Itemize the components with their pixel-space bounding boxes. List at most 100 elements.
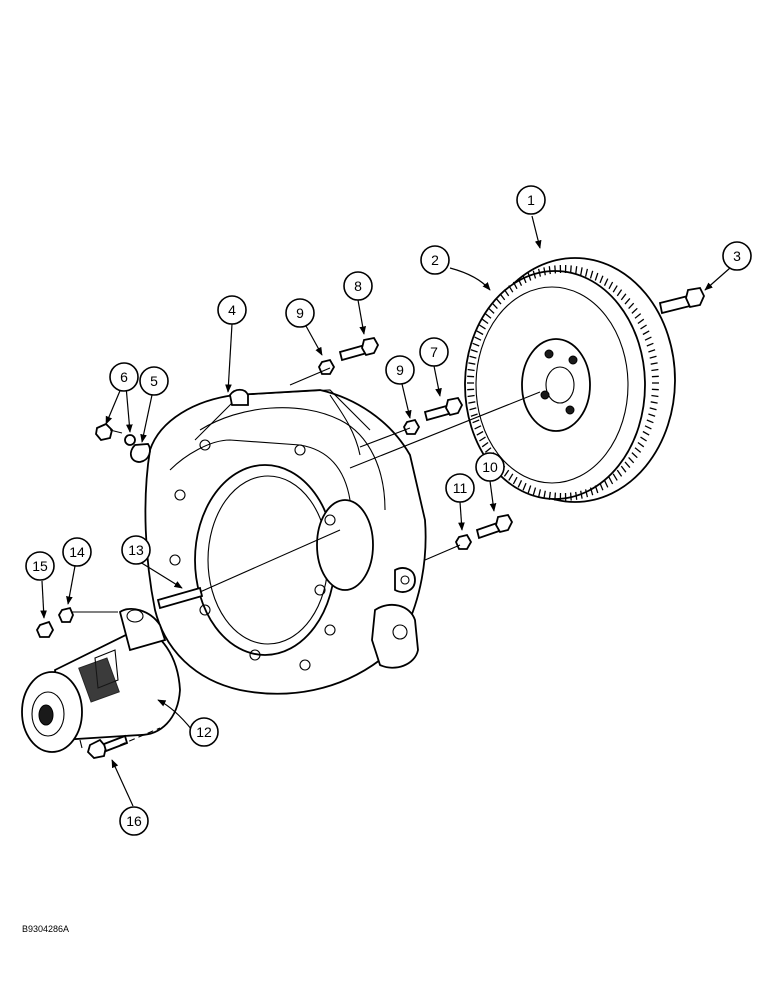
gear-tooth bbox=[548, 491, 551, 500]
gear-tooth bbox=[512, 281, 518, 290]
svg-text:2: 2 bbox=[431, 252, 439, 268]
gear-tooth bbox=[488, 307, 495, 314]
callout-13: 13 bbox=[121, 535, 151, 565]
gear-tooth bbox=[644, 336, 652, 341]
gear-tooth bbox=[469, 355, 477, 359]
callout-9-upper: 9 bbox=[285, 298, 315, 328]
svg-text:9: 9 bbox=[296, 305, 304, 321]
gear-tooth bbox=[543, 267, 546, 276]
leader-lines bbox=[40, 215, 731, 807]
gear-tooth bbox=[651, 368, 659, 372]
bolt-7 bbox=[423, 396, 464, 422]
gear-tooth bbox=[491, 302, 498, 310]
bolt-6 bbox=[95, 422, 136, 446]
callout-balloons: 1 2 3 4 5 6 7 8 9 9 10 11 12 13 14 15 16 bbox=[25, 185, 752, 836]
nut-11 bbox=[454, 533, 473, 550]
gear-tooth bbox=[612, 285, 618, 293]
gear-tooth bbox=[512, 476, 518, 485]
gear-tooth bbox=[631, 452, 638, 459]
gear-tooth bbox=[631, 307, 638, 314]
nut-14 bbox=[57, 606, 74, 623]
gear-tooth bbox=[503, 289, 510, 297]
gear-tooth bbox=[575, 266, 578, 275]
callout-7: 7 bbox=[419, 337, 449, 367]
svg-text:13: 13 bbox=[128, 542, 144, 558]
callout-14: 14 bbox=[62, 537, 92, 567]
svg-text:8: 8 bbox=[354, 278, 362, 294]
callout-15: 15 bbox=[25, 551, 55, 581]
gear-tooth bbox=[589, 487, 594, 496]
gear-tooth bbox=[467, 394, 475, 398]
gear-tooth bbox=[481, 441, 489, 448]
callout-4: 4 bbox=[217, 295, 247, 325]
gear-tooth bbox=[649, 355, 657, 359]
bolt-3 bbox=[658, 287, 705, 315]
gear-tooth bbox=[554, 265, 557, 274]
gear-tooth bbox=[527, 485, 532, 494]
gear-tooth bbox=[599, 482, 604, 491]
gear-tooth bbox=[584, 268, 589, 277]
gear-tooth bbox=[543, 490, 546, 499]
gear-tooth bbox=[624, 297, 631, 305]
svg-text:4: 4 bbox=[228, 302, 236, 318]
gear-tooth bbox=[599, 275, 604, 284]
gear-tooth bbox=[474, 336, 482, 341]
svg-text:12: 12 bbox=[196, 724, 212, 740]
gear-tooth bbox=[616, 289, 623, 297]
svg-text:14: 14 bbox=[69, 544, 85, 560]
gear-tooth bbox=[479, 324, 486, 330]
gear-tooth bbox=[646, 342, 654, 347]
gear-tooth bbox=[648, 349, 656, 353]
gear-tooth bbox=[628, 456, 635, 464]
gear-tooth bbox=[484, 313, 492, 319]
gear-tooth bbox=[642, 430, 650, 436]
gear-tooth bbox=[612, 473, 618, 481]
bolt-16 bbox=[86, 734, 129, 759]
gear-tooth bbox=[472, 342, 480, 347]
gear-tooth bbox=[589, 270, 594, 279]
gear-tooth bbox=[467, 368, 475, 372]
gear-tooth bbox=[650, 362, 658, 365]
svg-text:15: 15 bbox=[32, 558, 48, 574]
svg-text:10: 10 bbox=[482, 459, 498, 475]
gear-tooth bbox=[484, 447, 492, 453]
gear-tooth bbox=[634, 313, 642, 319]
gear-tooth bbox=[537, 489, 542, 498]
gear-tooth bbox=[608, 281, 614, 290]
gear-tooth bbox=[569, 492, 572, 501]
callout-12: 12 bbox=[189, 717, 219, 747]
gear-tooth bbox=[495, 297, 502, 305]
gear-tooth bbox=[603, 278, 609, 286]
svg-text:6: 6 bbox=[120, 369, 128, 385]
svg-text:9: 9 bbox=[396, 362, 404, 378]
gear-tooth bbox=[594, 485, 599, 494]
gear-tooth bbox=[548, 266, 551, 275]
stud-13 bbox=[156, 586, 204, 610]
gear-tooth bbox=[527, 272, 532, 281]
gear-tooth bbox=[479, 436, 486, 442]
gear-tooth bbox=[608, 476, 614, 485]
gear-tooth bbox=[580, 267, 583, 276]
gear-tooth bbox=[569, 265, 572, 274]
svg-text:5: 5 bbox=[150, 373, 158, 389]
flywheel-housing bbox=[144, 388, 427, 695]
gear-tooth bbox=[616, 469, 623, 477]
gear-tooth bbox=[634, 447, 642, 453]
gear-tooth bbox=[646, 419, 654, 424]
callout-8: 8 bbox=[343, 271, 373, 301]
gear-tooth bbox=[499, 293, 506, 301]
gear-tooth bbox=[640, 324, 647, 330]
callout-9-lower: 9 bbox=[385, 355, 415, 385]
gear-tooth bbox=[628, 302, 635, 310]
gear-tooth bbox=[580, 490, 583, 499]
callout-5: 5 bbox=[139, 366, 169, 396]
gear-tooth bbox=[603, 480, 609, 488]
gear-tooth bbox=[620, 465, 627, 473]
callout-10: 10 bbox=[475, 452, 505, 482]
gear-tooth bbox=[624, 461, 631, 469]
gear-tooth bbox=[537, 268, 542, 277]
callout-3: 3 bbox=[722, 241, 752, 271]
gear-tooth bbox=[517, 278, 523, 286]
svg-text:7: 7 bbox=[430, 344, 438, 360]
